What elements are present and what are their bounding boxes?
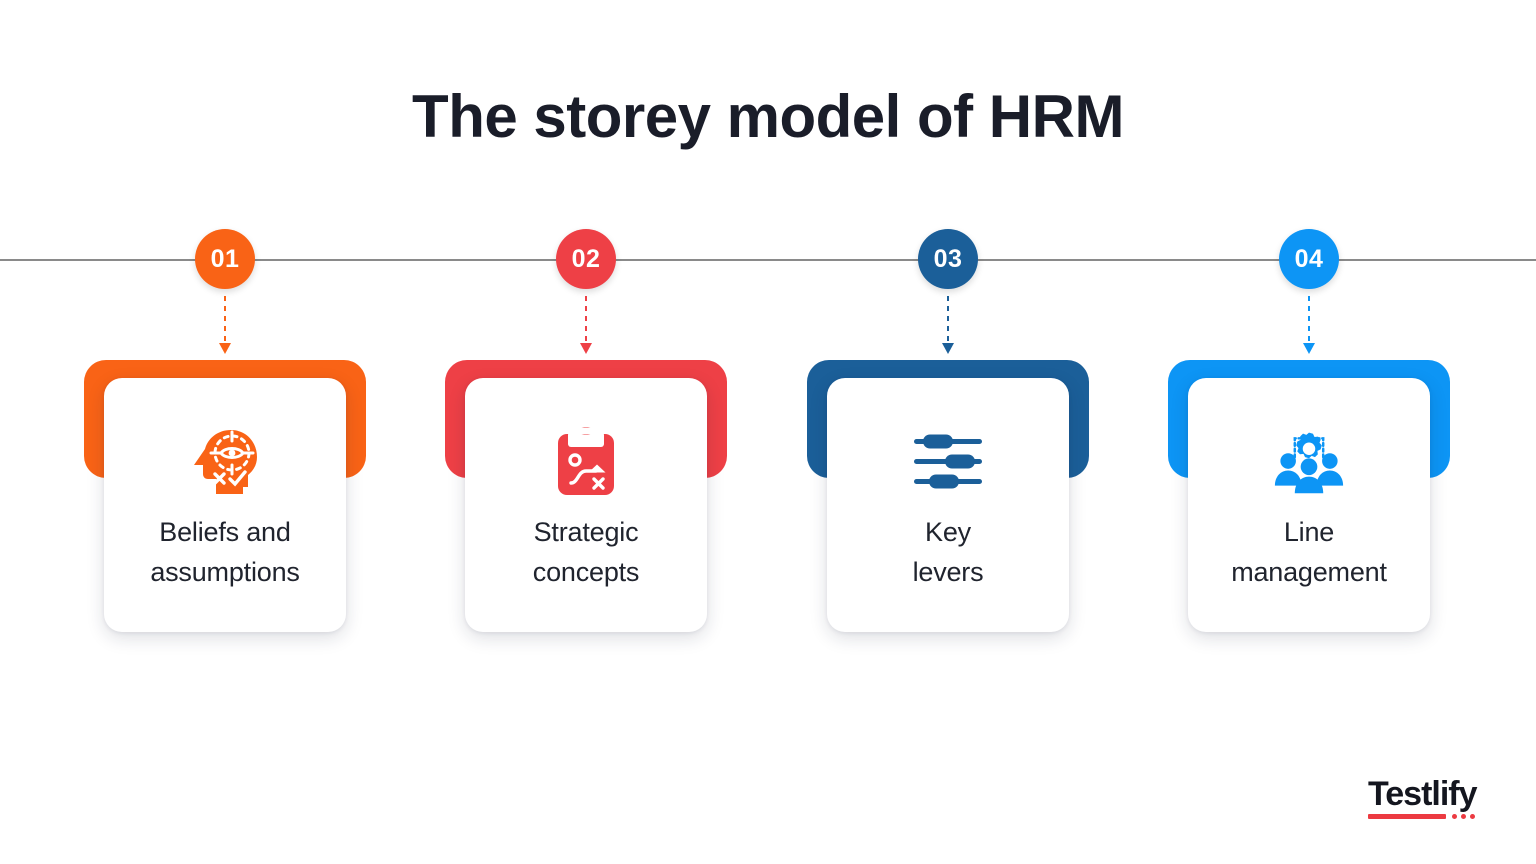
card-body-1[interactable]: Beliefs and assumptions xyxy=(104,378,346,632)
logo-dot xyxy=(1470,814,1475,819)
card-label-3: Key levers xyxy=(907,512,990,592)
timeline-step-3[interactable]: 03 xyxy=(768,0,1128,864)
dashed-line-2 xyxy=(585,296,587,344)
card-label-4-line1: Line xyxy=(1283,517,1335,547)
step-connector-2 xyxy=(580,296,592,360)
step-connector-3 xyxy=(942,296,954,360)
logo-wordmark: Testlify xyxy=(1368,775,1478,813)
card-label-4-line2: management xyxy=(1231,557,1387,587)
card-label-1: Beliefs and assumptions xyxy=(144,512,305,592)
timeline-step-1[interactable]: 01 xyxy=(45,0,405,864)
card-label-1-line1: Beliefs and xyxy=(159,517,291,547)
card-label-1-line2: assumptions xyxy=(150,557,300,587)
dashed-line-1 xyxy=(224,296,226,344)
arrow-down-icon xyxy=(942,343,954,354)
card-label-3-line2: levers xyxy=(912,557,984,587)
step-badge-1[interactable]: 01 xyxy=(195,229,255,289)
card-body-2[interactable]: Strategic concepts xyxy=(465,378,707,632)
card-label-2: Strategic concepts xyxy=(527,512,645,592)
step-card-4[interactable]: Line management xyxy=(1168,360,1450,632)
timeline-step-2[interactable]: 02 xyxy=(406,0,766,864)
card-label-3-line1: Key xyxy=(925,517,971,547)
step-badge-2[interactable]: 02 xyxy=(556,229,616,289)
step-badge-4[interactable]: 04 xyxy=(1279,229,1339,289)
step-card-1[interactable]: Beliefs and assumptions xyxy=(84,360,366,632)
step-connector-4 xyxy=(1303,296,1315,360)
testlify-logo[interactable]: Testlify xyxy=(1368,776,1498,832)
arrow-down-icon xyxy=(1303,343,1315,354)
card-body-3[interactable]: Key levers xyxy=(827,378,1069,632)
card-label-2-line2: concepts xyxy=(532,557,640,587)
clipboard-strategy-icon xyxy=(550,426,622,498)
timeline-axis-line xyxy=(0,259,1536,261)
timeline-step-4[interactable]: 04 xyxy=(1129,0,1489,864)
card-label-2-line1: Strategic xyxy=(533,517,639,547)
card-body-4[interactable]: Line management xyxy=(1188,378,1430,632)
dashed-line-4 xyxy=(1308,296,1310,344)
team-gear-icon xyxy=(1273,426,1345,498)
step-card-2[interactable]: Strategic concepts xyxy=(445,360,727,632)
card-label-4: Line management xyxy=(1225,512,1393,592)
step-card-3[interactable]: Key levers xyxy=(807,360,1089,632)
page-title: The storey model of HRM xyxy=(412,83,1124,150)
sliders-icon xyxy=(912,426,984,498)
logo-accent-bar xyxy=(1368,814,1446,819)
logo-accent-dots xyxy=(1452,814,1475,819)
step-connector-1 xyxy=(219,296,231,360)
arrow-down-icon xyxy=(219,343,231,354)
step-badge-3[interactable]: 03 xyxy=(918,229,978,289)
dashed-line-3 xyxy=(947,296,949,344)
logo-dot xyxy=(1452,814,1457,819)
logo-underline xyxy=(1368,814,1475,819)
head-target-eye-icon xyxy=(189,426,261,498)
arrow-down-icon xyxy=(580,343,592,354)
logo-dot xyxy=(1461,814,1466,819)
